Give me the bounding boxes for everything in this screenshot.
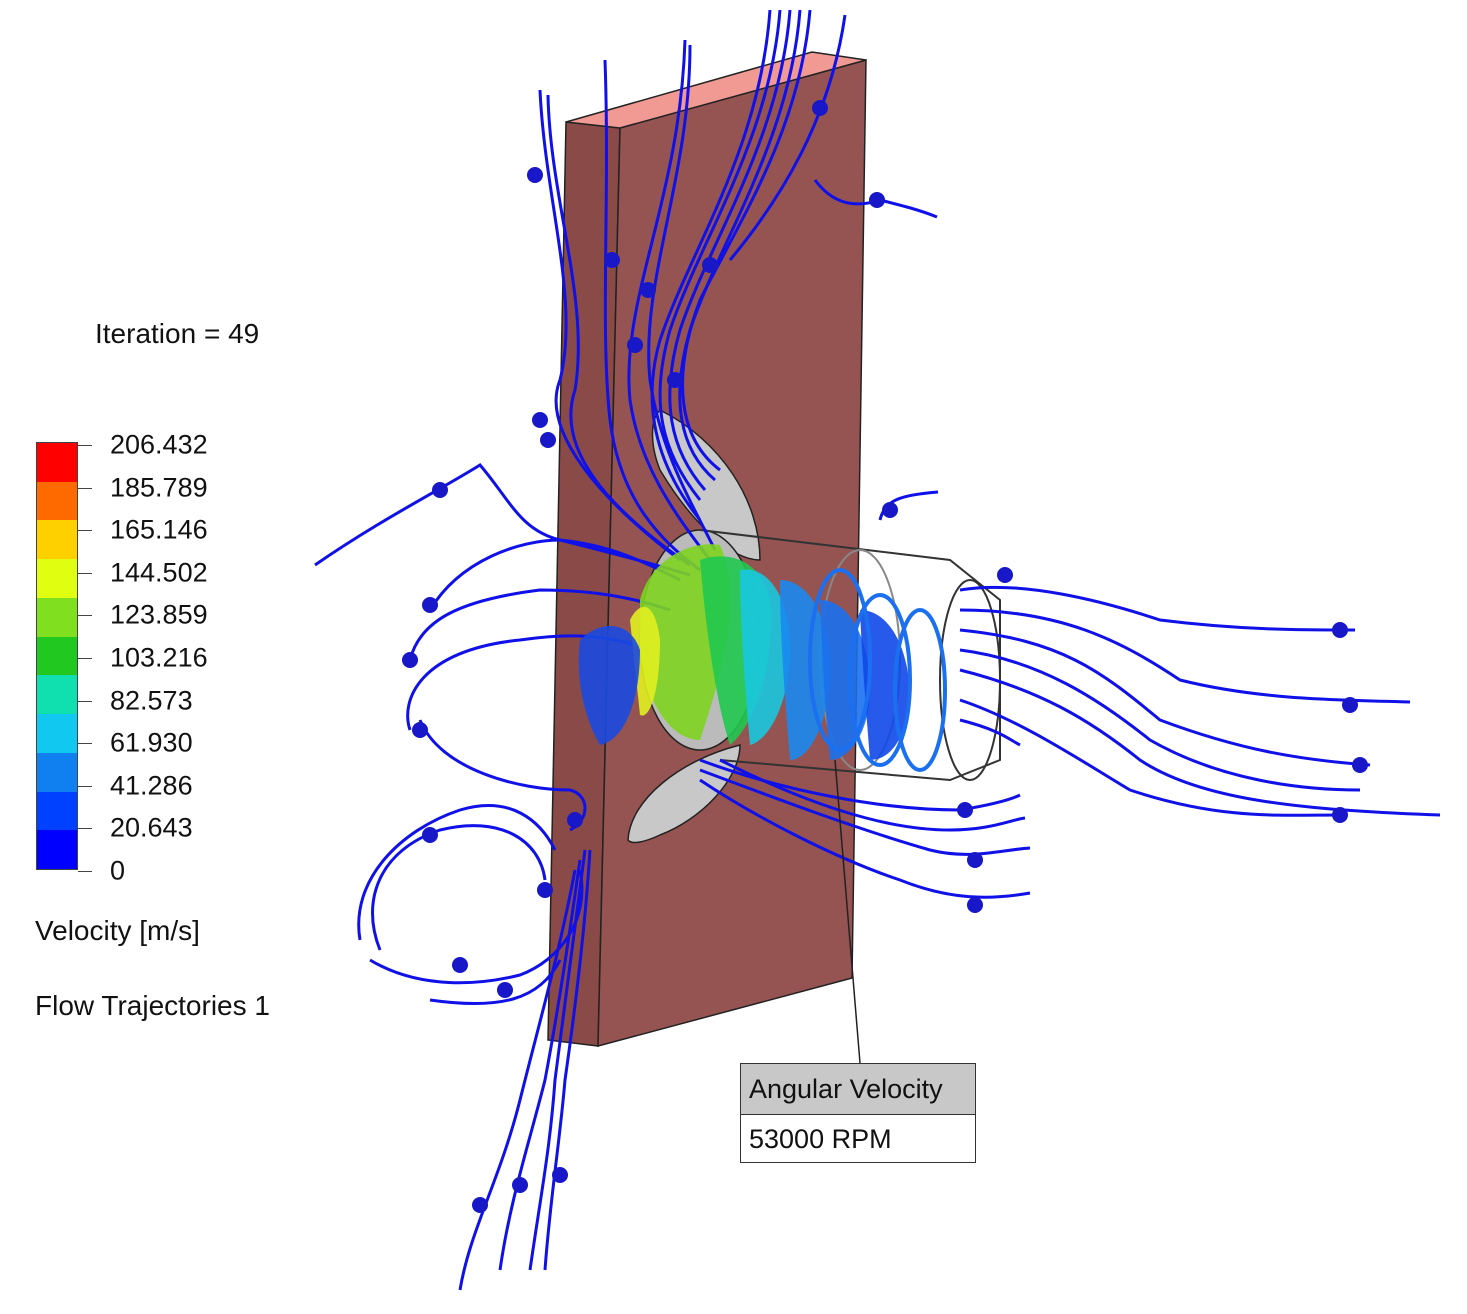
streamline [650,9,772,521]
colorbar-segment [37,597,77,637]
trajectory-arrow [527,167,543,183]
streamline [371,824,547,951]
colorbar-segment [37,443,77,482]
streamline [699,778,1031,899]
trajectory-arrow [422,827,438,843]
colorbar-segment [37,481,77,521]
trajectory-arrow [640,282,656,298]
plot-name: Flow Trajectories 1 [35,990,270,1021]
streamline [719,758,1026,832]
trajectory-arrow [604,252,620,268]
callout-leader-line [834,759,861,1064]
colorbar-segment [37,830,77,870]
trajectory-arrow [1342,697,1358,713]
streamline [959,585,1356,632]
streamline [603,59,701,572]
trajectory-arrow [967,852,983,868]
swirl-colored-vectors [578,544,947,772]
velocity-vector-cluster [630,606,660,716]
streamline [357,804,557,941]
streamline [728,14,847,261]
colorbar-segment [37,714,77,753]
streamline [878,490,939,521]
streamline [647,44,717,551]
trajectory-arrow [432,482,448,498]
trajectory-arrow [552,1167,568,1183]
streamline [959,628,1371,767]
callout-title: Angular Velocity [741,1064,975,1115]
streamline [458,869,577,1291]
streamline [959,648,1361,792]
trajectory-arrow [512,1177,528,1193]
trajectory-arrow [997,567,1013,583]
trajectory-arrow [497,982,513,998]
streamline [543,849,592,1271]
trajectory-arrow [1332,622,1348,638]
velocity-vector-cluster [578,626,640,745]
streamline [699,768,1031,856]
streamline [959,718,1021,747]
angular-velocity-callout[interactable]: Angular Velocity 53000 RPM [740,1063,976,1163]
velocity-colorbar [36,442,78,870]
streamline [546,94,691,567]
swirl-ring [893,608,947,772]
velocity-vector-cluster [740,569,790,745]
trajectory-arrow [537,882,553,898]
colorbar-segment [37,791,77,831]
trajectory-arrow [957,802,973,818]
streamline [959,698,1341,817]
streamline [681,9,812,472]
velocity-vector-cluster [820,600,870,760]
streamline [314,463,691,577]
streamline [428,538,681,611]
propeller-blade-lower [627,744,741,844]
streamline [959,668,1441,817]
trajectory-arrow [882,502,898,518]
swirl-ring [848,593,912,767]
trajectory-arrow [532,412,548,428]
colorbar-segment [37,559,77,598]
trajectory-arrow [627,337,643,353]
streamline [668,9,792,491]
legend-title: Velocity [m/s] [35,915,200,946]
trajectory-arrow [702,257,718,273]
trajectory-arrow [412,722,428,738]
trajectory-arrow [472,1197,488,1213]
trajectory-arrow [540,432,556,448]
colorbar-segment [37,752,77,792]
trajectory-arrow [1332,807,1348,823]
colorbar-segment [37,636,77,676]
callout-value: 53000 RPM [749,1124,892,1154]
trajectory-arrow [667,372,683,388]
trajectory-arrow [567,812,583,828]
streamline [408,588,671,661]
colorbar-segment [37,520,77,560]
trajectory-arrow [402,652,418,668]
trajectory-arrow [812,100,828,116]
streamline [369,869,584,985]
streamline [959,608,1411,704]
trajectory-arrow [967,897,983,913]
trajectory-arrow [452,957,468,973]
streamline [528,849,587,1271]
flow-trajectories [314,9,1441,1291]
iteration-counter: Iteration = 49 [95,318,260,349]
streamline [418,719,587,832]
streamline [498,859,582,1271]
trajectory-arrow [869,192,885,208]
trajectory-arrow [1352,757,1368,773]
streamline [627,39,712,561]
swirl-ring [808,568,872,752]
trajectory-arrow [422,597,438,613]
colorbar-segment [37,675,77,715]
streamline [658,9,782,501]
